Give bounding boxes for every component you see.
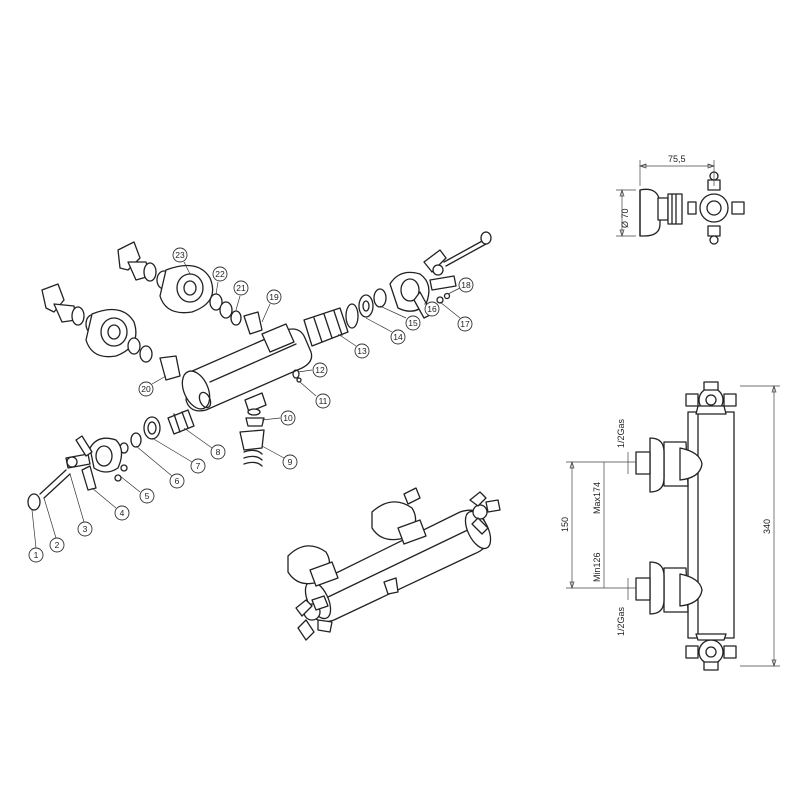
callout-5: 5 <box>119 475 155 504</box>
svg-text:19: 19 <box>269 292 279 302</box>
range-min-label: Min126 <box>592 552 602 582</box>
wall-elbow-upper <box>117 241 263 335</box>
svg-text:11: 11 <box>319 396 328 406</box>
svg-text:7: 7 <box>196 461 201 471</box>
right-cartridge <box>303 231 492 347</box>
top-view: 75,5 Ø 70 <box>616 154 745 245</box>
callout-17: 17 <box>439 301 473 332</box>
left-cartridge <box>27 409 195 511</box>
width-dim-label: 75,5 <box>668 154 686 164</box>
callout-16: 16 <box>424 301 440 317</box>
callout-14: 14 <box>365 317 406 345</box>
callout-6: 6 <box>135 445 185 489</box>
svg-text:16: 16 <box>427 304 437 314</box>
range-max-label: Max174 <box>592 482 602 514</box>
callout-21: 21 <box>233 280 249 311</box>
svg-text:4: 4 <box>120 508 125 518</box>
svg-text:18: 18 <box>461 280 471 290</box>
inlet-top-label: 1/2Gas <box>616 418 626 448</box>
callout-22: 22 <box>212 266 228 295</box>
svg-text:1: 1 <box>34 550 39 560</box>
callout-19: 19 <box>261 289 282 323</box>
svg-text:14: 14 <box>393 332 403 342</box>
svg-text:10: 10 <box>283 413 293 423</box>
valve-body <box>181 323 313 413</box>
svg-text:17: 17 <box>460 319 470 329</box>
callout-20: 20 <box>138 375 167 397</box>
callout-18: 18 <box>447 277 474 295</box>
svg-text:12: 12 <box>315 365 325 375</box>
callout-8: 8 <box>183 427 226 460</box>
height-dim-label: 340 <box>762 519 772 534</box>
callout-2: 2 <box>43 497 65 553</box>
svg-text:20: 20 <box>141 384 151 394</box>
svg-text:3: 3 <box>83 524 88 534</box>
svg-text:23: 23 <box>175 250 185 260</box>
front-view: 340 150 Max174 Min126 1/2Gas 1/2Gas <box>560 381 780 671</box>
callout-23: 23 <box>172 247 191 275</box>
callout-3: 3 <box>69 473 93 537</box>
svg-text:13: 13 <box>357 346 367 356</box>
svg-text:2: 2 <box>55 540 60 550</box>
callouts: 1 2 3 4 5 6 7 8 9 10 11 12 13 14 15 16 1… <box>28 247 474 563</box>
svg-text:21: 21 <box>236 283 246 293</box>
callout-9: 9 <box>261 445 298 470</box>
svg-text:15: 15 <box>408 318 418 328</box>
callout-1: 1 <box>28 509 44 563</box>
exploded-view: 1 2 3 4 5 6 7 8 9 10 11 12 13 14 15 16 1… <box>27 231 492 563</box>
inlet-bottom-label: 1/2Gas <box>616 606 626 636</box>
callout-12: 12 <box>297 362 328 378</box>
svg-text:6: 6 <box>175 476 180 486</box>
outlet-fittings <box>239 369 302 467</box>
callout-13: 13 <box>337 333 370 359</box>
svg-text:8: 8 <box>216 447 221 457</box>
svg-text:9: 9 <box>288 457 293 467</box>
assembled-view <box>287 487 501 641</box>
callout-7: 7 <box>151 437 206 474</box>
svg-text:22: 22 <box>215 269 225 279</box>
diameter-dim-label: Ø 70 <box>620 208 630 228</box>
svg-text:5: 5 <box>145 491 150 501</box>
wall-elbow-lower <box>41 283 181 381</box>
callout-15: 15 <box>379 305 421 331</box>
centers-dim-label: 150 <box>560 517 570 532</box>
callout-11: 11 <box>299 381 331 409</box>
callout-4: 4 <box>91 487 130 521</box>
callout-10: 10 <box>261 410 296 426</box>
